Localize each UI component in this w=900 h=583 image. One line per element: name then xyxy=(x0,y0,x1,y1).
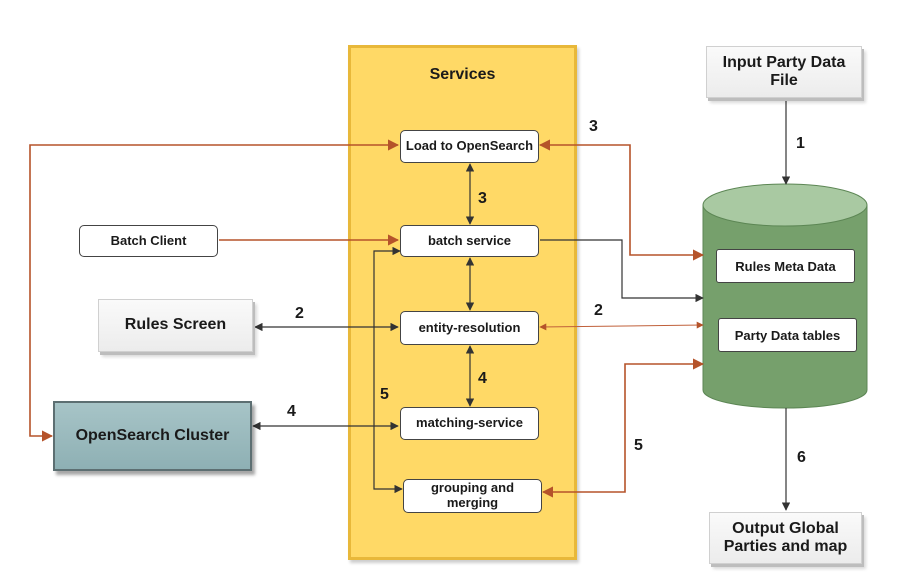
output-global-parties-box: Output Global Parties and map xyxy=(709,512,862,564)
grouping-merging-box: grouping and merging xyxy=(403,479,542,513)
step-4-label-cluster: 4 xyxy=(287,403,296,420)
step-6-label: 6 xyxy=(797,449,806,466)
step-3-label-load: 3 xyxy=(478,190,487,207)
rules-meta-data-label: Rules Meta Data xyxy=(716,249,855,283)
arrow-load-cluster xyxy=(29,139,400,442)
step-4-label-matching: 4 xyxy=(478,370,487,387)
step-2-label-party: 2 xyxy=(594,302,603,319)
arrow-entity-party xyxy=(539,321,704,331)
load-to-opensearch-box: Load to OpenSearch xyxy=(400,130,539,163)
step-5-label-party: 5 xyxy=(634,437,643,454)
step-2-label-rules: 2 xyxy=(295,305,304,322)
services-title: Services xyxy=(429,66,496,83)
opensearch-cluster-box: OpenSearch Cluster xyxy=(53,401,252,471)
arrow-grouping-party xyxy=(541,358,705,498)
step-3-label-meta: 3 xyxy=(589,118,598,135)
arrow-batch-to-db xyxy=(540,239,704,303)
matching-service-box: matching-service xyxy=(400,407,539,440)
party-data-tables-label: Party Data tables xyxy=(718,318,857,352)
rules-screen-box: Rules Screen xyxy=(98,299,253,352)
step-1-label: 1 xyxy=(796,135,805,152)
arrow-load-rulesmeta xyxy=(538,139,705,261)
step-5-label-loop: 5 xyxy=(380,386,389,403)
entity-resolution-box: entity-resolution xyxy=(400,311,539,345)
batch-client-box: Batch Client xyxy=(79,225,218,257)
input-party-data-file-box: Input Party Data File xyxy=(706,46,862,98)
batch-service-box: batch service xyxy=(400,225,539,257)
arrow-batch-grouping-loop xyxy=(373,246,403,494)
